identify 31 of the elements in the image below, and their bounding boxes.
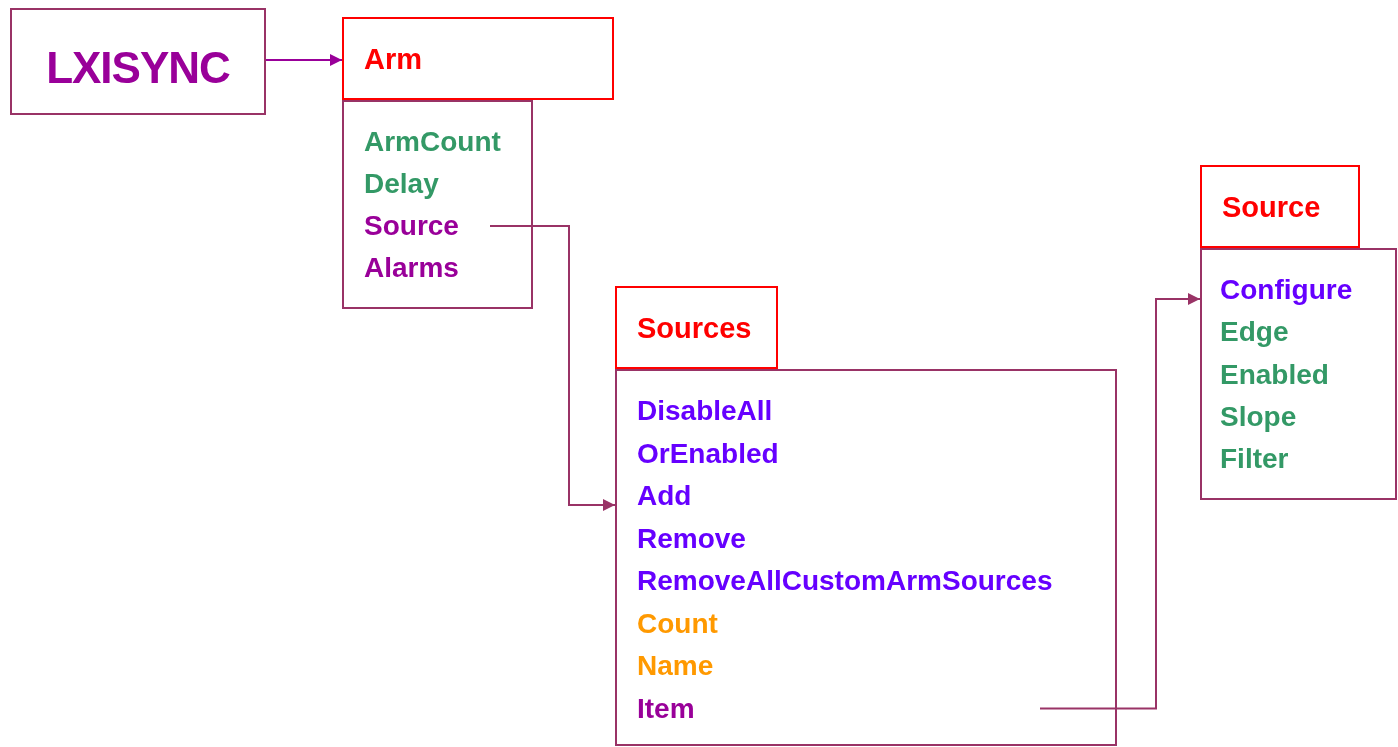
collection-property-name: Name [637,652,714,680]
object-header-box [342,17,614,100]
method-name: Remove [637,524,746,553]
object-header-box [1200,165,1360,248]
connector-arrow [489,225,616,511]
connector-arrow [265,54,343,66]
property-name: Filter [1220,445,1289,474]
object-header-box [615,286,778,369]
member-list-box [615,369,1117,746]
connector-arrow [1039,293,1201,710]
object-title: Source [1222,193,1321,222]
property-name: Delay [364,170,439,198]
property-name: Enabled [1220,360,1329,389]
object-title: Arm [364,45,422,74]
method-name: Add [637,482,692,510]
root-object-box [10,8,266,115]
object-name: Item [637,694,695,723]
method-name: RemoveAllCustomArmSources [637,567,1053,595]
method-name: OrEnabled [637,439,779,468]
property-name: ArmCount [364,128,501,156]
method-name: Configure [1220,276,1353,304]
member-list-box [1200,248,1397,500]
object-name: Source [364,212,459,240]
member-list-box [342,100,533,309]
object-title: Sources [637,314,752,343]
property-name: Edge [1220,318,1289,347]
object-name: Alarms [364,254,459,282]
method-name: DisableAll [637,397,773,425]
property-name: Slope [1220,402,1297,431]
object-name: LXISYNC [45,46,231,90]
collection-property-name: Count [637,609,718,638]
